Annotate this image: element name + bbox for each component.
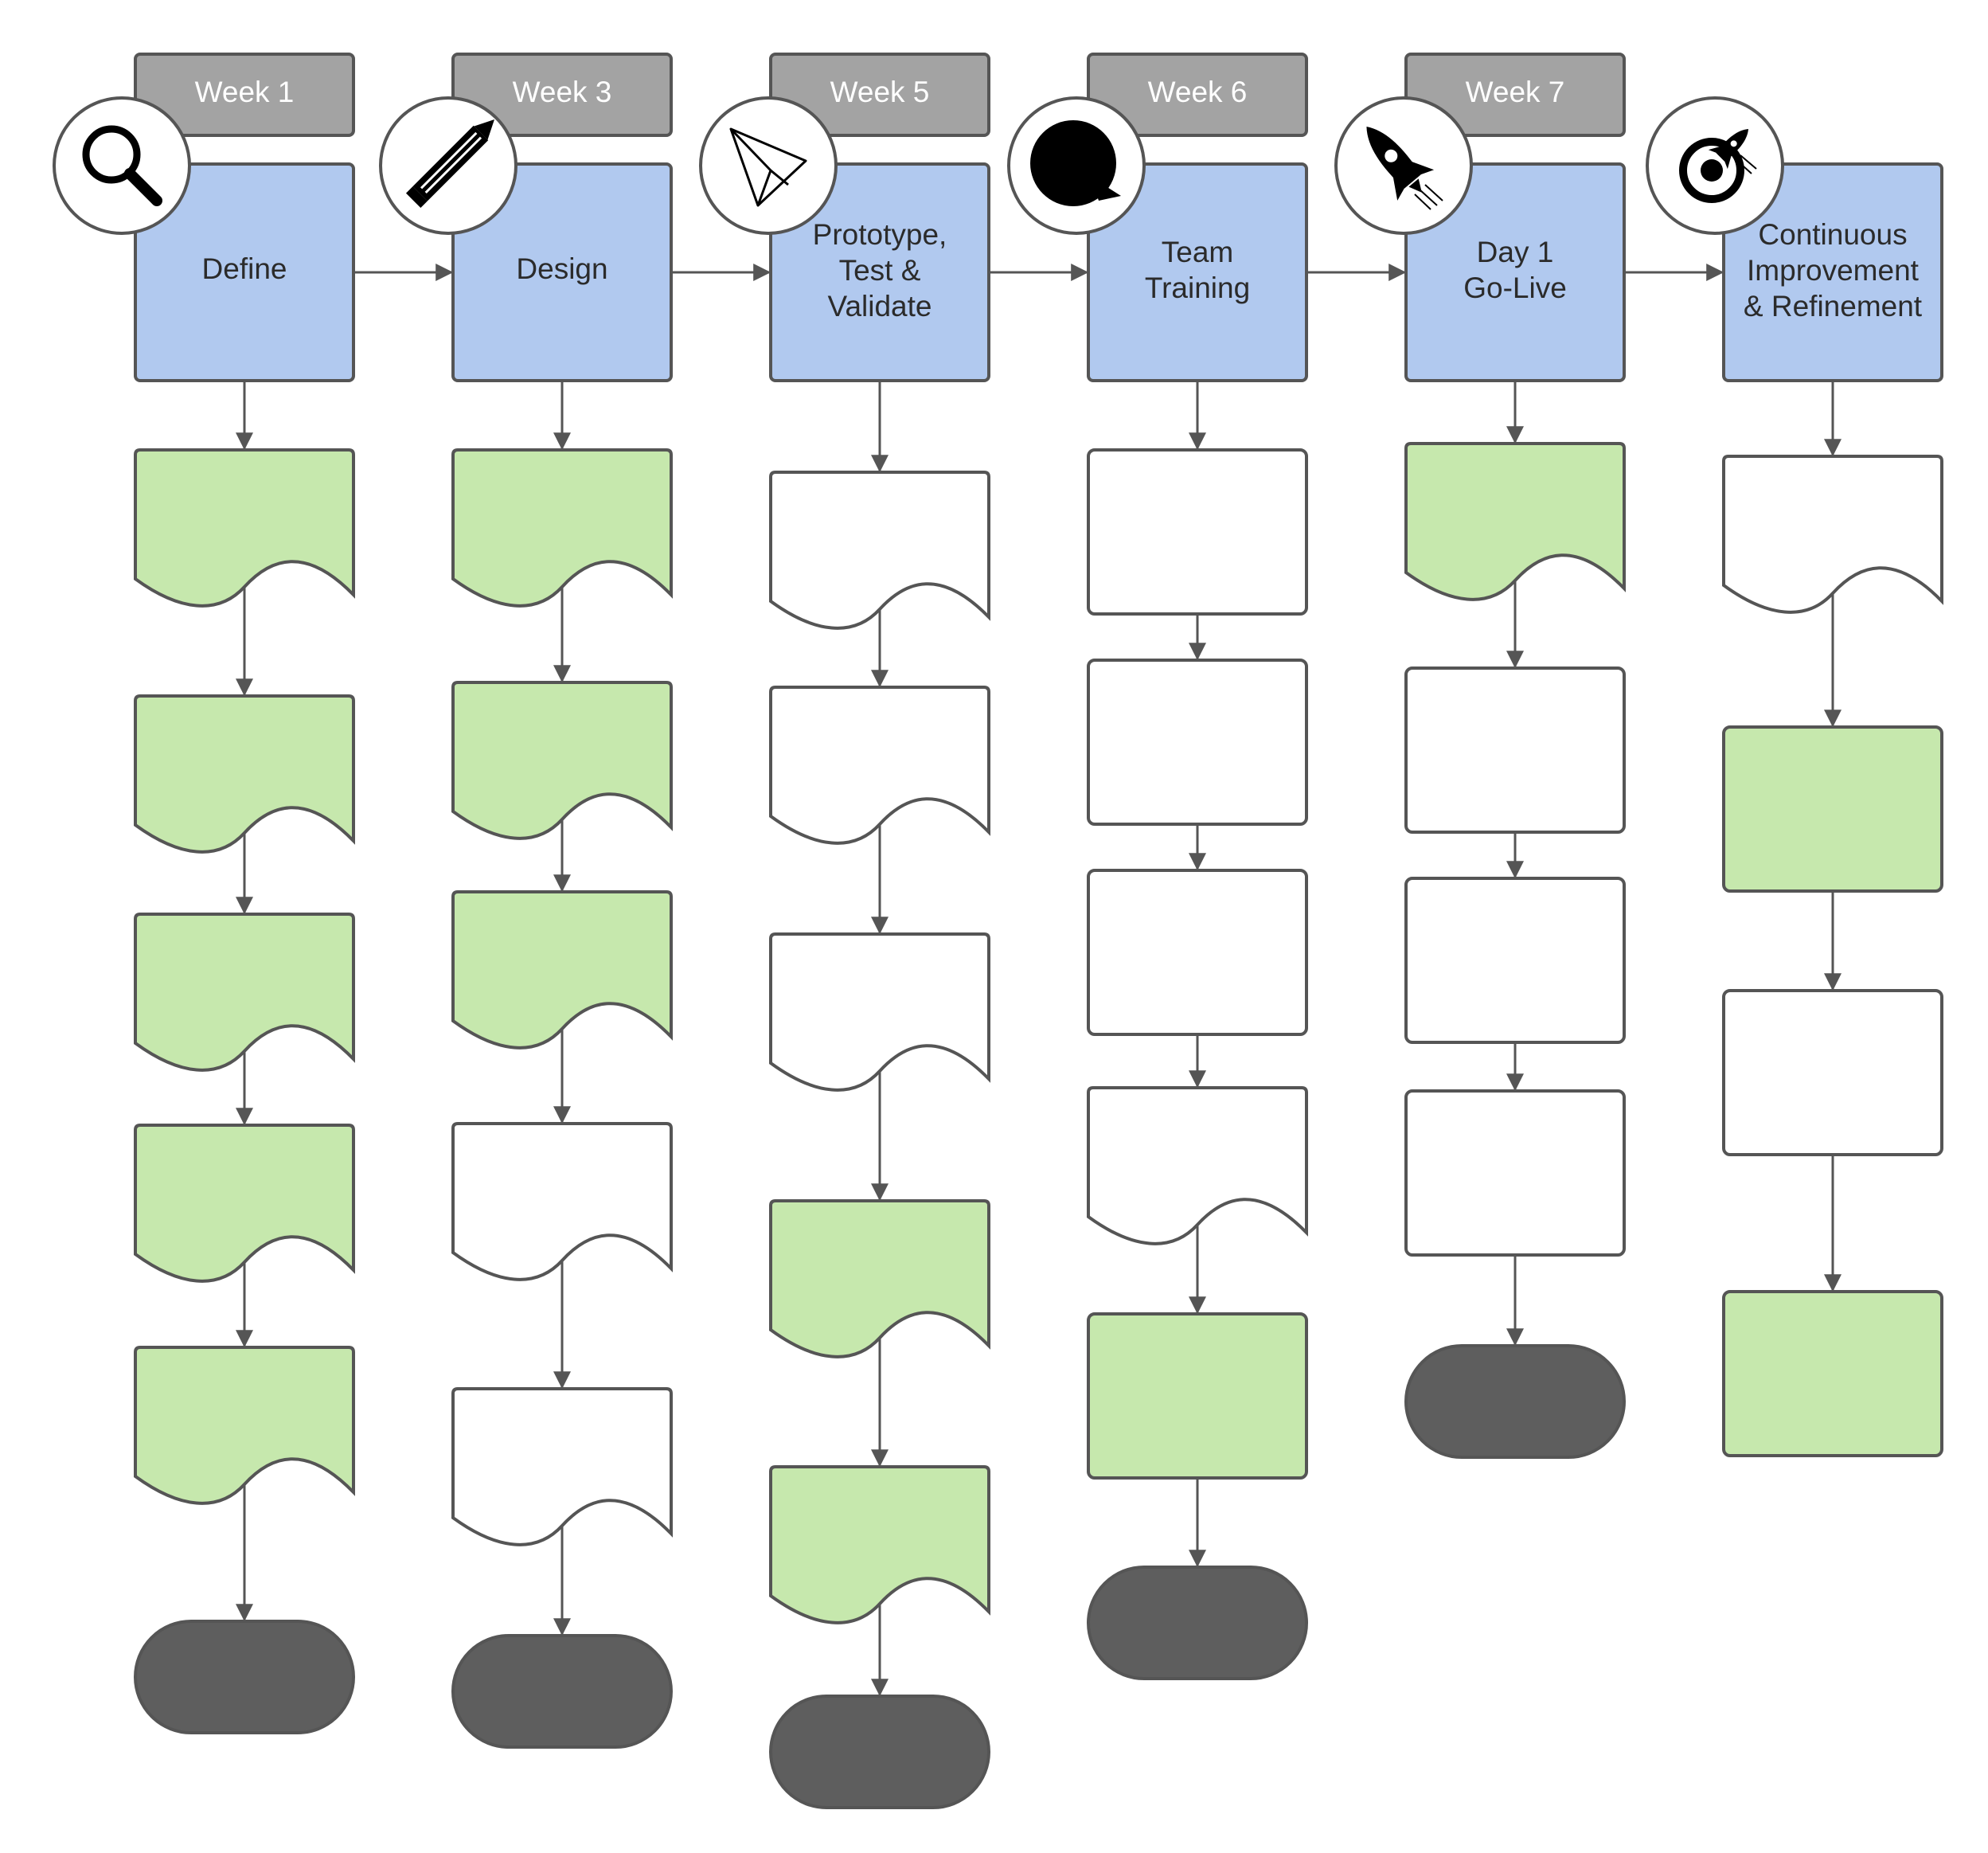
process-step[interactable] xyxy=(1722,989,1943,1156)
week-header: Week 5 xyxy=(769,53,990,137)
document-step[interactable] xyxy=(134,1124,355,1283)
phase-label: Prototype, xyxy=(813,218,947,251)
document-step[interactable] xyxy=(134,913,355,1072)
process-step[interactable] xyxy=(1087,659,1308,826)
process-step[interactable] xyxy=(1404,667,1626,834)
phase-label: Day 1 xyxy=(1477,236,1554,268)
document-step[interactable] xyxy=(134,1346,355,1505)
phase-label: & Refinement xyxy=(1744,290,1923,323)
phase-label: Validate xyxy=(828,290,932,323)
speech-bubble-icon xyxy=(1007,96,1146,235)
week-label: Week 5 xyxy=(830,76,930,108)
step-shapes xyxy=(451,448,673,1749)
phase-label: Continuous xyxy=(1758,218,1907,251)
document-step[interactable] xyxy=(1722,455,1943,614)
document-step[interactable] xyxy=(451,448,673,608)
pencil-icon xyxy=(379,96,518,235)
step-shapes xyxy=(134,448,355,1734)
week-label: Week 3 xyxy=(513,76,612,108)
phase-label: Team xyxy=(1162,236,1233,268)
process-step[interactable] xyxy=(1404,1089,1626,1257)
paper-plane-icon xyxy=(699,96,838,235)
process-step[interactable] xyxy=(1722,1290,1943,1457)
process-step[interactable] xyxy=(1087,448,1308,616)
phase-box[interactable]: Prototype, Test & Validate xyxy=(769,162,990,382)
terminator-step[interactable] xyxy=(769,1695,990,1809)
phase-box[interactable]: Define xyxy=(134,162,355,382)
document-step[interactable] xyxy=(769,1465,990,1624)
document-step[interactable] xyxy=(451,1387,673,1546)
phase-column-team-training: Week 6 Team Training xyxy=(1007,53,1308,1680)
week-label: Week 1 xyxy=(195,76,295,108)
phase-box[interactable]: Continuous Improvement & Refinement xyxy=(1722,162,1943,382)
document-step[interactable] xyxy=(134,694,355,854)
connectors-layer xyxy=(236,264,1842,1697)
terminator-step[interactable] xyxy=(134,1620,355,1734)
phase-label: Training xyxy=(1145,272,1250,304)
week-header: Week 1 xyxy=(134,53,355,137)
process-step[interactable] xyxy=(1087,1312,1308,1480)
step-shapes xyxy=(1087,448,1308,1680)
document-step[interactable] xyxy=(769,932,990,1092)
phase-label: Improvement xyxy=(1747,254,1920,287)
terminator-step[interactable] xyxy=(1087,1566,1308,1680)
process-step[interactable] xyxy=(1722,725,1943,893)
phase-column-design: Week 3 Design xyxy=(379,53,673,1749)
phase-column-prototype: Week 5 Prototype, Test & Validate xyxy=(699,53,990,1809)
terminator-step[interactable] xyxy=(451,1634,673,1749)
phase-label: Go-Live xyxy=(1463,272,1567,304)
phase-column-define: Week 1 Define xyxy=(53,53,355,1734)
phase-box[interactable]: Design xyxy=(451,162,673,382)
phase-label: Define xyxy=(202,252,287,285)
rocket-icon xyxy=(1334,96,1473,235)
week-header: Week 7 xyxy=(1404,53,1626,137)
phase-label: Test & xyxy=(839,254,921,287)
document-step[interactable] xyxy=(769,471,990,630)
phase-label: Design xyxy=(516,252,607,285)
step-shapes xyxy=(769,471,990,1809)
document-step[interactable] xyxy=(451,890,673,1050)
document-step[interactable] xyxy=(451,681,673,840)
target-rocket-icon xyxy=(1646,96,1784,235)
document-step[interactable] xyxy=(451,1122,673,1281)
document-step[interactable] xyxy=(134,448,355,608)
week-header: Week 3 xyxy=(451,53,673,137)
document-step[interactable] xyxy=(1404,442,1626,601)
document-step[interactable] xyxy=(769,686,990,845)
document-step[interactable] xyxy=(1087,1086,1308,1245)
week-header: Week 6 xyxy=(1087,53,1308,137)
week-label: Week 7 xyxy=(1466,76,1565,108)
magnifier-icon xyxy=(53,96,191,235)
step-shapes xyxy=(1404,442,1626,1459)
document-step[interactable] xyxy=(769,1199,990,1358)
terminator-step[interactable] xyxy=(1404,1344,1626,1459)
phase-column-continuous-improvement: Continuous Improvement & Refinement xyxy=(1646,96,1943,1457)
process-step[interactable] xyxy=(1404,877,1626,1044)
phase-box[interactable]: Team Training xyxy=(1087,162,1308,382)
phase-box[interactable]: Day 1 Go-Live xyxy=(1404,162,1626,382)
process-step[interactable] xyxy=(1087,869,1308,1036)
week-label: Week 6 xyxy=(1148,76,1248,108)
step-shapes xyxy=(1722,455,1943,1457)
phase-column-go-live: Week 7 Day 1 Go-Live xyxy=(1334,53,1626,1459)
